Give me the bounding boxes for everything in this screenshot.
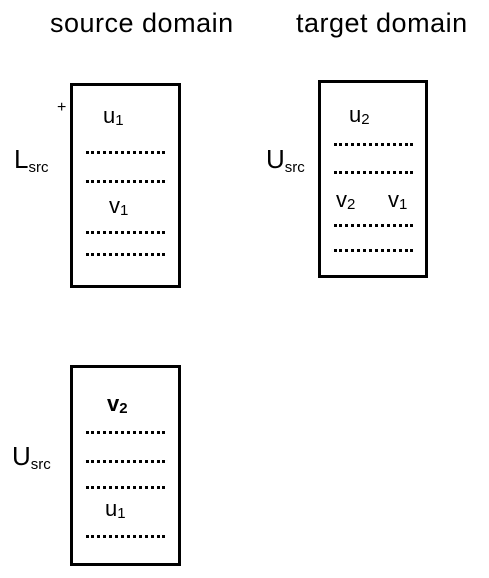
target-box: u2 v2 v1 (318, 80, 428, 278)
u2-variable: u2 (349, 102, 370, 128)
u-src-label-target: Usrc (266, 144, 305, 176)
u-src-label-source: Usrc (12, 441, 51, 473)
dotted-line (334, 143, 413, 146)
source-bottom-box: v2 u1 (70, 365, 181, 566)
dotted-line (86, 431, 165, 434)
l-src-label: Lsrc (14, 144, 49, 176)
v1-variable: v1 (388, 187, 408, 213)
dotted-line (86, 535, 165, 538)
u1-variable: u1 (103, 103, 124, 129)
dotted-line (334, 224, 413, 227)
target-domain-heading: target domain (296, 8, 468, 38)
v2-variable: v2 (336, 187, 356, 213)
source-top-box: u1 v1 (70, 83, 181, 288)
source-domain-heading: source domain (50, 8, 234, 38)
dotted-line (86, 486, 165, 489)
dotted-line (86, 460, 165, 463)
dotted-line (334, 171, 413, 174)
dotted-line (334, 249, 413, 252)
dotted-line (86, 253, 165, 256)
v2-variable: v2 (107, 391, 128, 417)
u1-variable: u1 (105, 496, 126, 522)
dotted-line (86, 180, 165, 183)
v1-variable: v1 (109, 193, 129, 219)
dotted-line (86, 231, 165, 234)
dotted-line (86, 151, 165, 154)
plus-superscript: + (57, 99, 67, 116)
